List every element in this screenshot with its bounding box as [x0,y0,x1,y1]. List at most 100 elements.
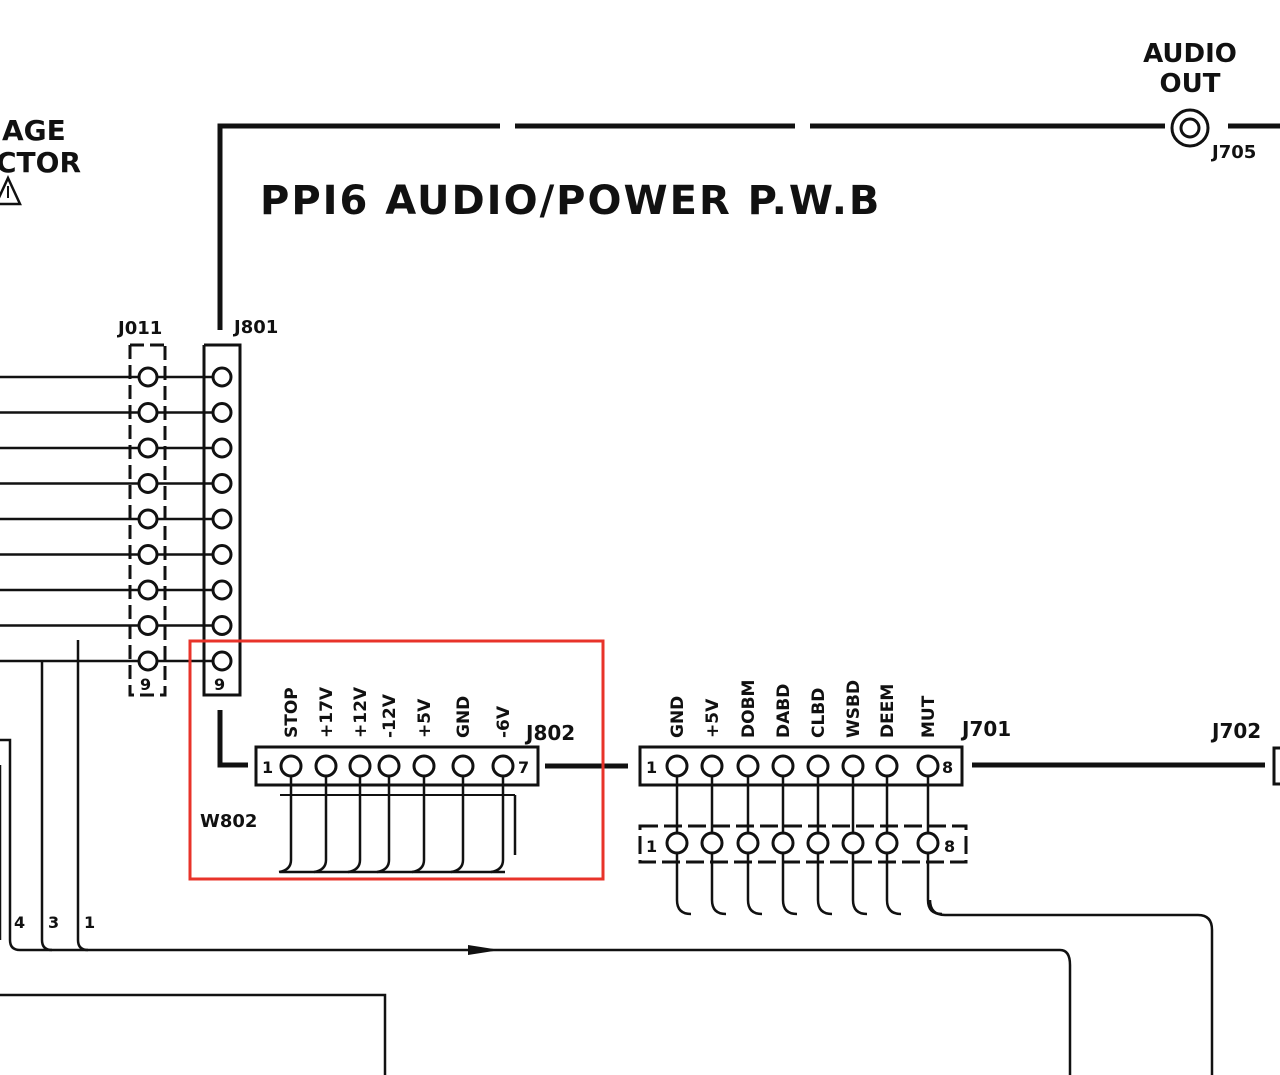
j701-pin-label: DOBM [739,680,759,738]
j701b-pin [841,831,865,855]
j701-pin [665,754,689,778]
j801-pin [211,650,233,672]
j011-pin [137,366,159,388]
j701b-pin [771,831,795,855]
w802-wire [313,776,328,874]
j801-pin [211,508,233,530]
j801-pin [211,615,233,636]
w802-wire [450,776,465,874]
j801-pin [211,544,233,565]
j701-pin [700,754,724,778]
j701b-pin [806,831,830,855]
j011-pin [137,508,159,530]
j802-pin-label: STOP [282,687,302,738]
j011-pin [137,650,159,672]
j801-connector [202,343,242,697]
j701-pin-label: +5V [703,698,723,738]
j801-pin-last: 9 [214,675,225,694]
w802-wire [376,776,391,874]
wire-number-1: 1 [84,913,95,932]
j702-connector [1272,746,1280,786]
j701-out-wire [710,853,727,916]
j801-pin [211,579,233,601]
j701-pin [916,754,940,778]
j802-connector [254,745,540,787]
j011-pin [137,437,159,459]
j701-out-wire [885,853,902,916]
arrow-icon [468,945,500,955]
j705-label: J705 [1210,142,1256,163]
j802-pin [348,754,372,778]
wire-1 [76,640,89,952]
warning-triangle-icon [0,175,22,206]
j802-pin-label: -6V [494,705,514,738]
j011-pin [137,473,159,494]
j802-pin [279,754,303,778]
j701-mate-connector [638,824,968,864]
j801-pin [211,437,233,459]
lower-wire [0,993,387,1075]
j701-harness-wire [928,899,1214,1075]
j802-label: J802 [524,721,575,745]
j701-pin [875,754,899,778]
j701-pin [806,754,830,778]
highlight-box [188,639,605,881]
j701-pin-label: DABD [774,684,794,738]
j801-pin [211,473,233,494]
board-title: PPI6 AUDIO/POWER P.W.B [260,178,881,224]
j802-pin-label: +17V [317,686,337,738]
j701b-pin [665,831,689,855]
j801-pin [211,402,233,423]
j701b-pin [875,831,899,855]
j802-pin-last: 7 [518,758,529,777]
j701b-pin-last: 8 [944,837,955,856]
j801-pin [211,366,233,388]
j701-pin [736,754,760,778]
j701-label: J701 [960,717,1011,741]
audio-out-label-line2: OUT [1160,69,1221,99]
j701b-pin [916,831,940,855]
w802-wire [411,776,426,874]
wire-3 [40,660,53,952]
j802-pin [491,754,515,778]
wire-number-4: 4 [14,913,25,932]
j802-pin-label: +5V [415,698,435,738]
j701-pin-label: GND [668,696,688,738]
j701-pin-last: 8 [942,758,953,777]
j701-out-wire [675,853,692,916]
lower-bus-wire [0,738,1072,1075]
j011-pin [137,615,159,636]
j802-pin-label: -12V [380,693,400,738]
wire-number-3: 3 [48,913,59,932]
j701-pin-label: DEEM [878,684,898,738]
j702-label: J702 [1210,719,1261,743]
j802-pin-first: 1 [262,758,273,777]
j701-out-wire [816,853,833,916]
audio-out-label-line1: AUDIO [1143,39,1237,69]
w802-wire [278,776,293,874]
j701b-pin-first: 1 [646,837,657,856]
j701-connector [638,745,964,787]
j011-pin [137,544,159,565]
j701b-pin [700,831,724,855]
j802-pin [412,754,436,778]
j011-pin-last: 9 [140,675,151,694]
j701b-pin [736,831,760,855]
j701-pin-label: CLBD [809,688,829,738]
w802-wire [347,776,362,874]
j701-pin [841,754,865,778]
j802-pin [314,754,338,778]
w802-wire [490,776,505,874]
partial-label-top: AGE [2,114,66,147]
audio-out-jack-icon [1170,108,1210,148]
j801-j802-wire [217,710,248,768]
j701-pin-label: MUT [919,695,939,738]
j011-pin [137,402,159,423]
j701-out-wire [851,853,868,916]
j802-pin [377,754,401,778]
j701-out-wire [781,853,798,916]
j802-pin [451,754,475,778]
j011-label: J011 [116,318,162,339]
j701-out-wire [746,853,763,916]
